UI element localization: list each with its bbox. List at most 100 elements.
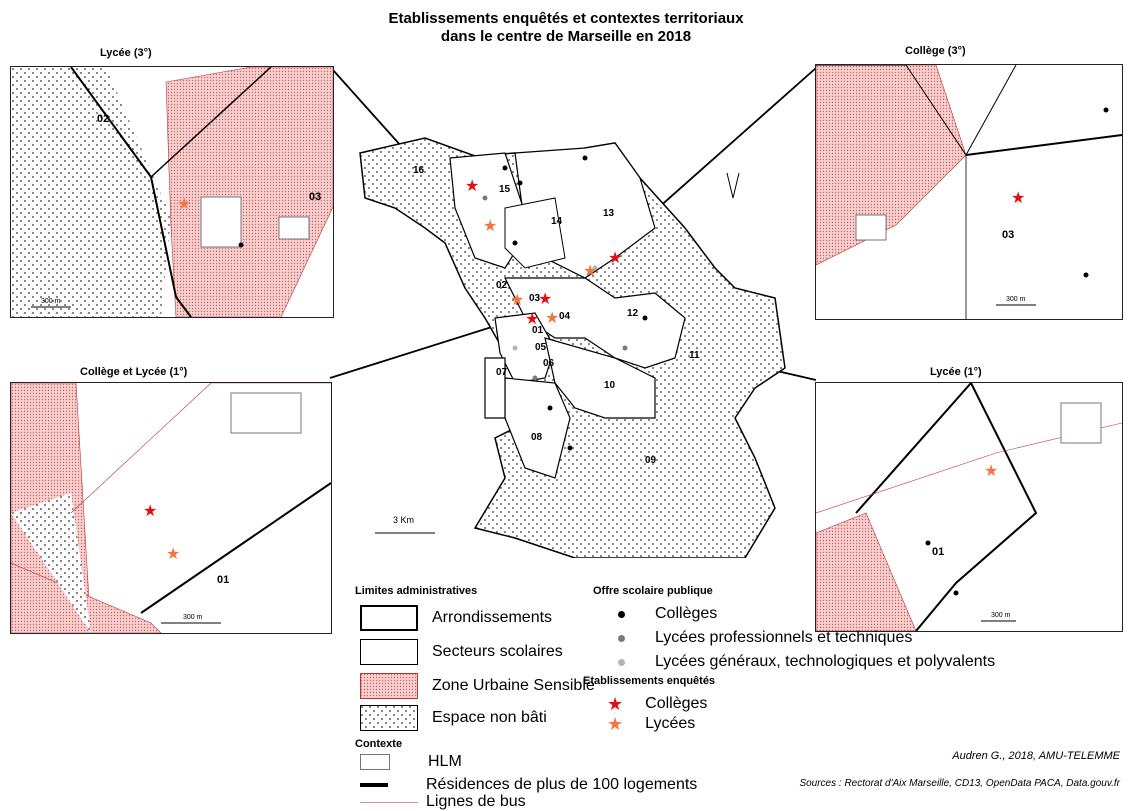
legend-label-bus: Lignes de bus (426, 793, 526, 810)
zus-swatch (360, 673, 418, 699)
credit-sources: Sources : Rectorat d'Aix Marseille, CD13… (799, 778, 1120, 789)
district-07-area (484, 357, 506, 419)
arrondissement-swatch (360, 605, 418, 631)
legend-label-surveyed-lycees: Lycées (645, 715, 696, 732)
district-label-11: 11 (689, 350, 700, 361)
college-star-swatch: ★ (607, 694, 624, 714)
panel-college3: 03 ★ 300 m (815, 64, 1123, 320)
lycee-star-swatch: ★ (607, 714, 624, 734)
nonbuilt-area (11, 493, 91, 633)
hlm-block (1060, 402, 1102, 444)
surveyed-lycee-star: ★ (510, 292, 524, 309)
panel-title-collegelycee1: Collège et Lycée (1°) (80, 366, 188, 378)
district-05-area (494, 312, 556, 384)
district-10-area (544, 337, 656, 419)
arrondissement-border (855, 383, 1038, 631)
zus-area (816, 512, 917, 631)
surveyed-lycee-star: ★ (545, 310, 559, 327)
panel-lycee1: 01 ★ 300 m (815, 382, 1123, 632)
college-dot-swatch (618, 610, 625, 618)
legend-surveyed-title: Etablissements enquêtés (583, 675, 716, 687)
district-label-02: 02 (496, 280, 508, 291)
district-label-04: 04 (559, 311, 571, 322)
hlm-block (278, 216, 310, 240)
panel-lycee3: 02 03 ★ 300 m (10, 66, 334, 318)
surveyed-college-star: ★ (1011, 190, 1025, 207)
surveyed-college-star: ★ (538, 291, 552, 308)
nonbuilt-area (11, 67, 171, 317)
north-arrow-icon (726, 172, 740, 199)
residence-swatch (360, 783, 388, 787)
lp-dot (532, 375, 538, 381)
district-label-13: 13 (603, 208, 615, 219)
college-dot (1083, 272, 1089, 278)
legend-row-residences: Résidences de plus de 100 logements (360, 776, 697, 794)
legend-label-nonbuilt: Espace non bâti (432, 709, 547, 726)
panel-scale-label: 300 m (1006, 296, 1026, 303)
college-dot (953, 590, 959, 596)
hlm-block (200, 196, 242, 248)
legend-label-lp: Lycées professionnels et techniques (655, 629, 913, 646)
district-label-10: 10 (604, 380, 616, 391)
district-14-area (504, 197, 566, 269)
surveyed-college-star: ★ (608, 250, 622, 267)
lp-dot (482, 195, 488, 201)
district-label-01: 01 (532, 325, 544, 336)
zus-area (165, 67, 333, 317)
panel-scale-label: 300 m (41, 298, 61, 305)
college-dot (567, 445, 573, 451)
surveyed-lycee-star: ★ (984, 463, 998, 480)
map-title: Etablissements enquêtés et contextes ter… (0, 10, 1132, 46)
legend-row-lg: Lycées généraux, technologiques et polyv… (618, 653, 995, 671)
college-dot (1103, 107, 1109, 113)
legend-label-secteurs: Secteurs scolaires (432, 643, 563, 660)
panel-college3-map: 03 ★ 300 m (816, 65, 1122, 319)
surveyed-college-star: ★ (525, 311, 539, 328)
legend-label-zus: Zone Urbaine Sensible (432, 677, 595, 694)
district-label-03: 03 (529, 293, 541, 304)
district-label-14: 14 (551, 216, 563, 227)
map-title-line1: Etablissements enquêtés et contextes ter… (388, 10, 744, 27)
hlm-swatch (360, 754, 390, 770)
surveyed-lycee-star: ★ (177, 196, 191, 213)
main-map: 16 15 14 13 02 03 01 04 12 05 07 06 11 1… (359, 137, 786, 558)
lg-dot (592, 265, 598, 271)
surveyed-lycee-star: ★ (483, 218, 497, 235)
sector-border (816, 65, 1017, 156)
legend-row-hlm: HLM (360, 753, 462, 771)
college-dot (642, 315, 648, 321)
lg-dot (512, 345, 518, 351)
panel-label-03: 03 (1002, 229, 1014, 241)
legend-label-colleges: Collèges (655, 605, 718, 622)
panel-label-03: 03 (309, 191, 321, 203)
legend-label-lg: Lycées généraux, technologiques et polyv… (655, 653, 996, 670)
arrondissement-border (70, 67, 192, 317)
district-label-08: 08 (531, 432, 543, 443)
main-scale-label: 3 Km (393, 515, 414, 525)
surveyed-lycee-star: ★ (583, 263, 597, 280)
legend-label-arrondissements: Arrondissements (432, 609, 553, 626)
panel-scale-label: 300 m (183, 614, 203, 621)
college-dot (502, 165, 508, 171)
surveyed-college-star: ★ (465, 178, 479, 195)
arrondissement-border (965, 134, 1122, 156)
college-dot (547, 405, 553, 411)
sector-swatch (360, 639, 418, 665)
district-label-05: 05 (535, 342, 547, 353)
hlm-block (855, 214, 887, 241)
legend-row-surveyed-lycees: ★ Lycées (607, 715, 695, 733)
sector-border (150, 67, 272, 178)
college-dot (925, 540, 931, 546)
legend-row-surveyed-colleges: ★ Collèges (607, 695, 707, 713)
district-label-12: 12 (627, 308, 639, 319)
legend-row-colleges: Collèges (618, 605, 717, 623)
legend-label-residences: Résidences de plus de 100 logements (426, 776, 698, 793)
panel-collegelycee1-map: 01 ★ ★ 300 m (11, 383, 331, 633)
legend-row-secteurs: Secteurs scolaires (360, 639, 563, 665)
arrondissement-border (140, 482, 331, 614)
lp-dot-swatch (618, 634, 625, 642)
legend-label-hlm: HLM (428, 753, 462, 770)
district-label-16: 16 (413, 165, 425, 176)
legend-label-surveyed-colleges: Collèges (645, 695, 708, 712)
college-dot (517, 180, 523, 186)
